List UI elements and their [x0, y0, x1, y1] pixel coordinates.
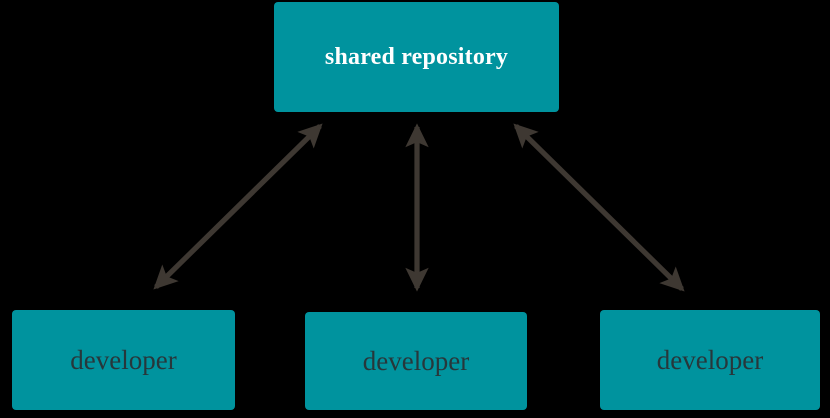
node-shared-repository-label: shared repository: [324, 44, 509, 70]
node-developer-middle-label: developer: [362, 345, 470, 376]
node-developer-right-label: developer: [656, 344, 764, 375]
arrow-shared-repository-developer-left: [153, 123, 323, 290]
node-developer-right[interactable]: developer: [600, 310, 820, 410]
arrow-shared-repository-developer-right: [513, 123, 685, 292]
node-shared-repository[interactable]: shared repository: [274, 2, 559, 112]
node-developer-middle[interactable]: developer: [305, 312, 527, 410]
node-developer-left[interactable]: developer: [12, 310, 235, 410]
node-developer-left-label: developer: [70, 344, 177, 375]
